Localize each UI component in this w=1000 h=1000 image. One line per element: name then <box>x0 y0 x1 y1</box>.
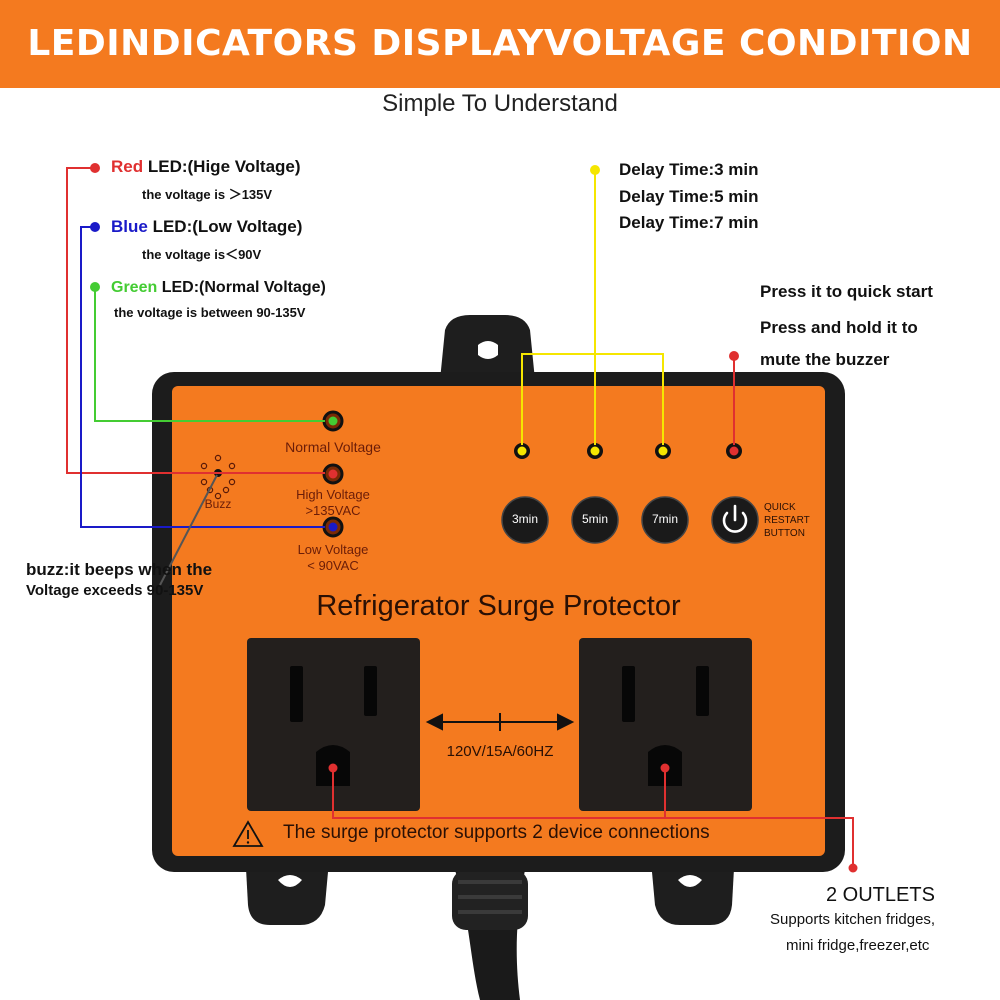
quick-label-2: RESTART <box>764 515 810 526</box>
blue-label: Blue <box>111 217 148 236</box>
delay-7: Delay Time:7 min <box>619 213 759 232</box>
title-banner: LEDINDICATORS DISPLAYVOLTAGE CONDITION <box>0 0 1000 88</box>
buzz-label: Buzz <box>204 497 232 511</box>
button-5min <box>571 496 619 544</box>
red-label: Red <box>111 157 144 176</box>
buzz-note-b: exceeds 90-135V <box>83 582 204 599</box>
buzz-note-line2: Voltage exceeds 90-135V <box>26 582 203 599</box>
notice-text: The surge protector supports 2 device co… <box>283 822 710 843</box>
green-label: Green <box>111 279 158 296</box>
quick-start-line2: Press and hold it to <box>760 318 918 337</box>
product-name: Refrigerator Surge Protector <box>316 590 681 622</box>
blue-led-detail: the voltage is＜90V <box>142 247 262 262</box>
outlets-line1: Supports kitchen fridges, <box>770 911 936 928</box>
high-voltage-label: High Voltage <box>296 487 370 502</box>
buzz-note-a: Voltage <box>26 582 80 599</box>
blue-led-callout <box>80 226 325 528</box>
low-voltage-label: Low Voltage <box>297 542 369 557</box>
outlets-line2: mini fridge,freezer,etc <box>786 937 930 954</box>
button-7min-label: 7min <box>651 512 678 526</box>
low-voltage-range: < 90VAC <box>307 558 359 573</box>
outlets-title: 2 OUTLETS <box>826 884 935 906</box>
quick-restart-button <box>711 496 759 544</box>
blue-desc: LED:(Low Voltage) <box>152 217 303 236</box>
green-led-title: Green LED:(Normal Voltage) <box>111 279 326 297</box>
delay-leds <box>514 443 742 459</box>
double-arrow-icon <box>425 713 575 731</box>
rating-label: 120V/15A/60HZ <box>446 743 554 760</box>
delay-callout <box>521 170 664 445</box>
outlets-callout <box>332 768 854 868</box>
buzz-callout <box>159 474 218 586</box>
red-desc: LED:(Hige Voltage) <box>147 157 301 176</box>
cable-strain-relief <box>452 870 528 930</box>
button-3min-label: 3min <box>511 512 538 526</box>
buzz-note-line1: buzz:it beeps when the <box>26 560 213 579</box>
green-led-callout <box>94 287 325 422</box>
red-led-callout <box>66 167 325 474</box>
blue-led-title: Blue LED:(Low Voltage) <box>111 217 302 237</box>
quick-start-line3: mute the buzzer <box>760 350 890 369</box>
buzzer-grille <box>200 454 236 500</box>
button-7min <box>641 496 689 544</box>
quick-start-line1: Press it to quick start <box>760 282 933 301</box>
high-voltage-range: >135VAC <box>305 503 361 518</box>
button-3min <box>501 496 549 544</box>
warning-icon <box>232 820 264 847</box>
quick-label-1: QUICK <box>764 502 796 513</box>
green-desc: LED:(Normal Voltage) <box>161 279 326 296</box>
normal-voltage-label: Normal Voltage <box>285 439 381 455</box>
red-led-detail: the voltage is ＞135V <box>142 187 273 202</box>
outlet-right <box>579 638 752 811</box>
red-led-title: Red LED:(Hige Voltage) <box>111 157 301 177</box>
delay-5: Delay Time:5 min <box>619 187 759 206</box>
mounting-tab-top <box>440 315 535 380</box>
green-led-detail: the voltage is between 90-135V <box>114 305 306 320</box>
quick-label-3: BUTTON <box>764 528 805 539</box>
subtitle: Simple To Understand <box>382 90 618 117</box>
banner-title: LEDINDICATORS DISPLAYVOLTAGE CONDITION <box>27 23 973 64</box>
button-5min-label: 5min <box>581 512 608 526</box>
delay-3: Delay Time:3 min <box>619 160 759 179</box>
